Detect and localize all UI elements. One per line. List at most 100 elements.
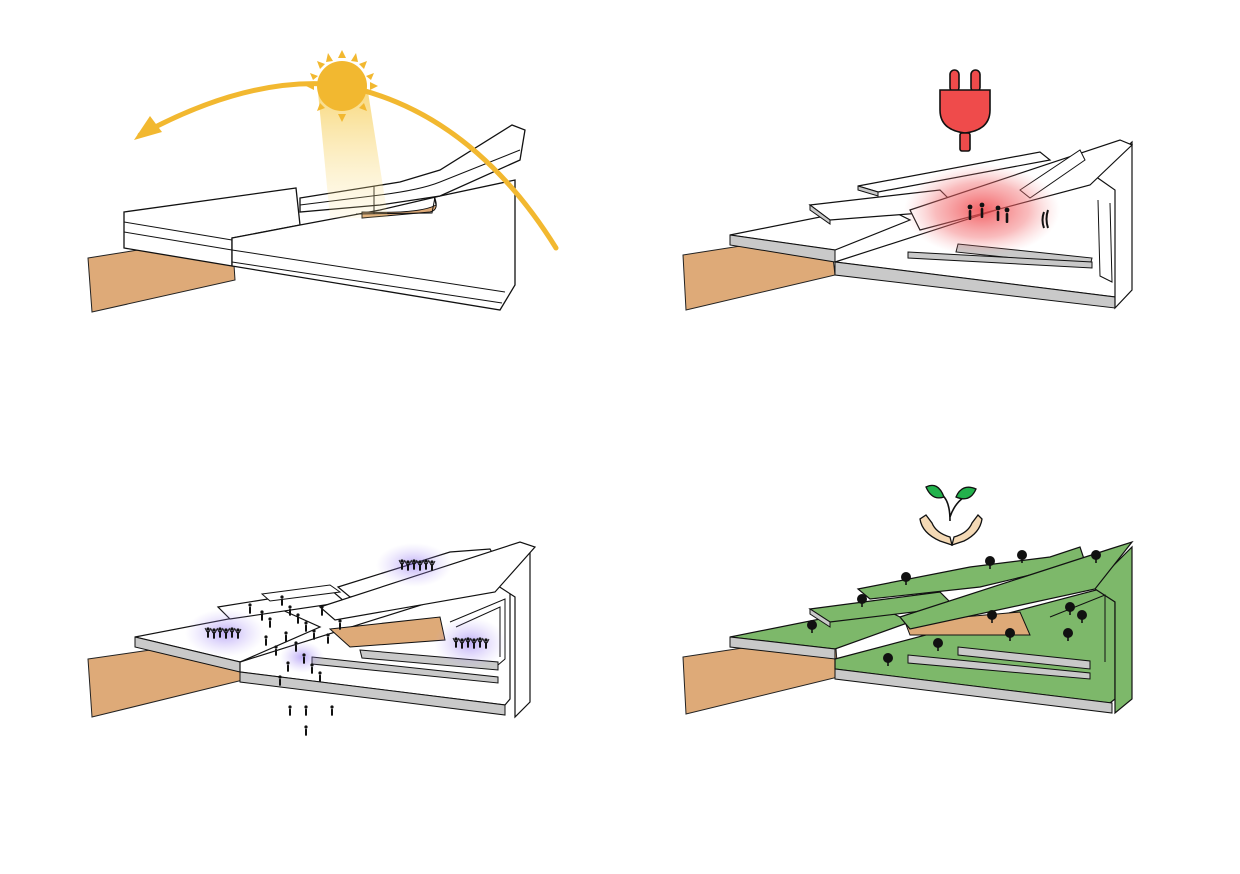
person-head — [206, 627, 210, 631]
person-body — [285, 634, 287, 642]
person-head — [304, 725, 308, 729]
person-body — [485, 641, 487, 649]
gathering-glow-right — [434, 617, 506, 669]
tree-canopy — [883, 653, 893, 663]
person-head — [412, 559, 416, 563]
person-head — [472, 638, 476, 642]
person-head — [288, 605, 292, 609]
person-arms — [204, 627, 212, 633]
person-head — [430, 560, 434, 564]
person-head — [330, 705, 334, 709]
person-arms — [234, 628, 242, 634]
person-body — [401, 562, 403, 570]
tree-canopy — [1017, 550, 1027, 560]
person-body — [319, 674, 321, 682]
person-head — [280, 595, 284, 599]
social-gathering-panel — [0, 437, 620, 874]
tree-trunk — [937, 646, 939, 651]
sunlight-beam — [318, 92, 388, 218]
person-arms — [216, 627, 224, 633]
person-head — [424, 559, 428, 563]
person-body — [289, 708, 291, 716]
person-arms — [464, 637, 472, 643]
person-head — [310, 663, 314, 667]
main-building-volume — [231, 179, 516, 311]
person-arms — [458, 638, 466, 644]
energy-panel — [620, 0, 1240, 437]
person-body — [295, 644, 297, 652]
person-head — [478, 637, 482, 641]
person-head — [218, 627, 222, 631]
tree-trunk — [887, 661, 889, 666]
sun-path-arrowhead — [134, 116, 162, 140]
person-arms — [422, 559, 430, 565]
person-body — [289, 608, 291, 616]
person-body — [321, 608, 323, 616]
tree-trunk — [1069, 610, 1071, 615]
person-body — [473, 641, 475, 649]
solar-path-diagram — [87, 50, 559, 313]
person-body — [425, 562, 427, 570]
tree-trunk — [1009, 636, 1011, 641]
tree-trunk — [811, 628, 813, 633]
person-body — [461, 641, 463, 649]
tree-canopy — [933, 638, 943, 648]
person-arms — [228, 627, 236, 633]
tree-trunk — [905, 580, 907, 585]
tree-trunk — [1095, 558, 1097, 563]
person-head — [338, 619, 342, 623]
person-head — [400, 559, 404, 563]
trees — [807, 550, 1101, 666]
person-body — [249, 606, 251, 614]
tree-trunk — [1081, 618, 1083, 623]
person-body — [331, 708, 333, 716]
person-head — [236, 628, 240, 632]
person-head — [302, 653, 306, 657]
person-head — [406, 560, 410, 564]
person-arms — [210, 628, 218, 634]
person-body — [467, 640, 469, 648]
person-arms — [410, 559, 418, 565]
social-gathering-diagram — [87, 541, 537, 736]
person-arms — [452, 637, 460, 643]
person-arms — [222, 628, 230, 634]
sun-icon — [306, 50, 378, 122]
person-body — [407, 563, 409, 571]
person-body — [413, 562, 415, 570]
person-head — [454, 637, 458, 641]
person-body — [237, 631, 239, 639]
person-head — [304, 621, 308, 625]
vegetation-panel — [620, 437, 1240, 874]
person-body — [225, 631, 227, 639]
person-body — [207, 630, 209, 638]
person-head — [294, 641, 298, 645]
person-head — [286, 661, 290, 665]
person-body — [305, 624, 307, 632]
person-body — [455, 640, 457, 648]
person-arms — [428, 560, 436, 566]
person-body — [297, 616, 299, 624]
person-body — [339, 622, 341, 630]
person-head — [418, 560, 422, 564]
tree-canopy — [985, 556, 995, 566]
person-head — [288, 705, 292, 709]
person-arms — [404, 560, 412, 566]
person-head — [268, 617, 272, 621]
person-head — [312, 629, 316, 633]
tree-canopy — [807, 620, 817, 630]
person-head — [264, 635, 268, 639]
person-arms — [398, 559, 406, 565]
tree-canopy — [1065, 602, 1075, 612]
energy-diagram — [682, 69, 1134, 311]
person-head — [296, 613, 300, 617]
tree-trunk — [1021, 558, 1023, 563]
person-body — [265, 638, 267, 646]
tree-canopy — [1077, 610, 1087, 620]
person-head — [284, 631, 288, 635]
power-plug-icon — [939, 69, 991, 152]
tree-canopy — [901, 572, 911, 582]
dancing-people — [967, 202, 1049, 229]
person-body — [313, 632, 315, 640]
tree-trunk — [991, 618, 993, 623]
person-head — [224, 628, 228, 632]
